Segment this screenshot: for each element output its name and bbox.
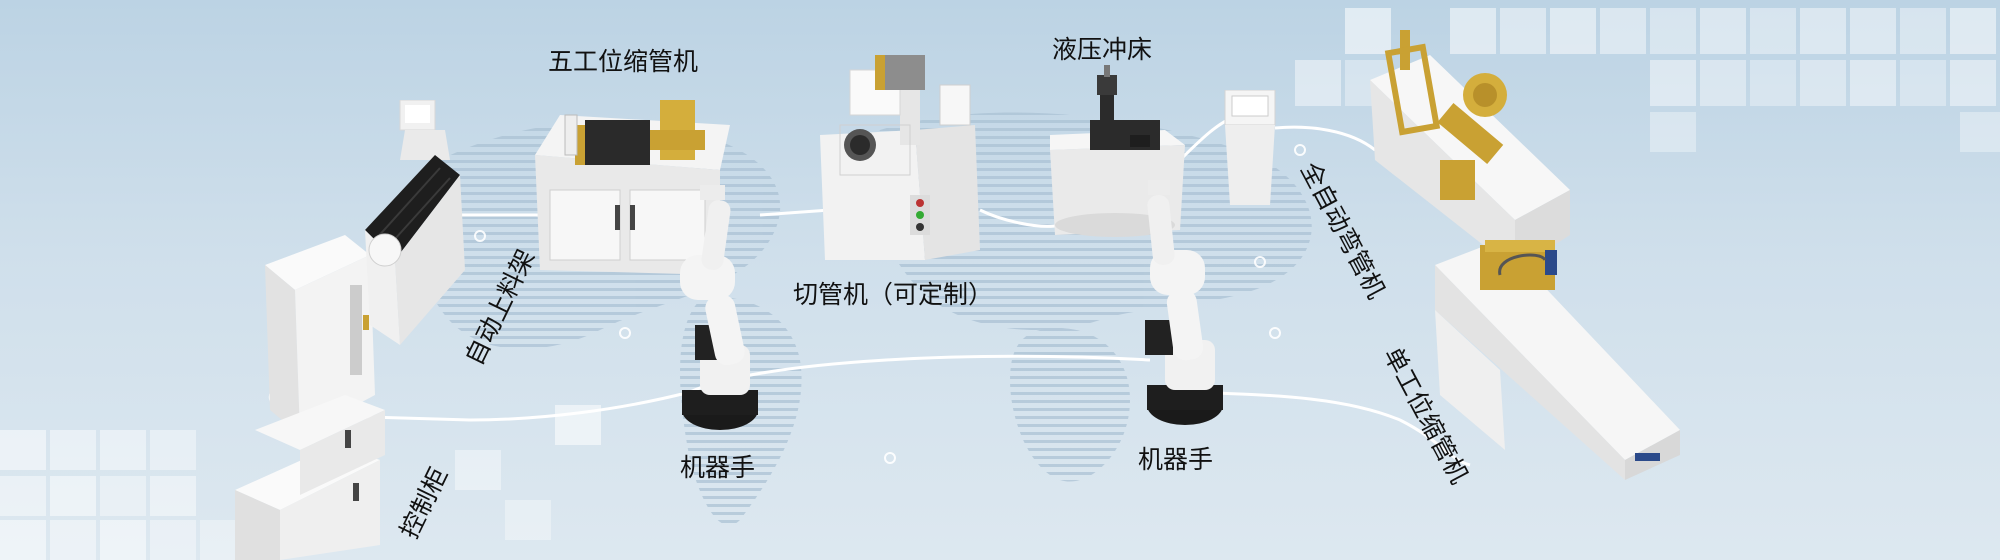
label-robot-left: 机器手 [680,453,756,482]
single-station-shrinker-machine [1435,240,1680,480]
label-pipe-cutter: 切管机（可定制） [793,280,994,309]
five-station-shrinker-machine [535,100,730,275]
robot-arm-left [680,185,758,430]
node-markers [474,144,1306,464]
label-hydraulic-press: 液压冲床 [1052,35,1153,64]
auto-loader-machine [365,100,465,345]
auto-bender-machine [1370,30,1570,270]
pipe-cutter-machine [820,55,980,260]
label-five-station-shrinker: 五工位缩管机 [548,47,699,76]
robot-arm-right [1145,180,1223,425]
control-cabinet-machine [235,235,385,560]
control-panel-stand [1224,90,1276,205]
background-squares [0,8,2000,560]
label-robot-right: 机器手 [1138,445,1214,474]
